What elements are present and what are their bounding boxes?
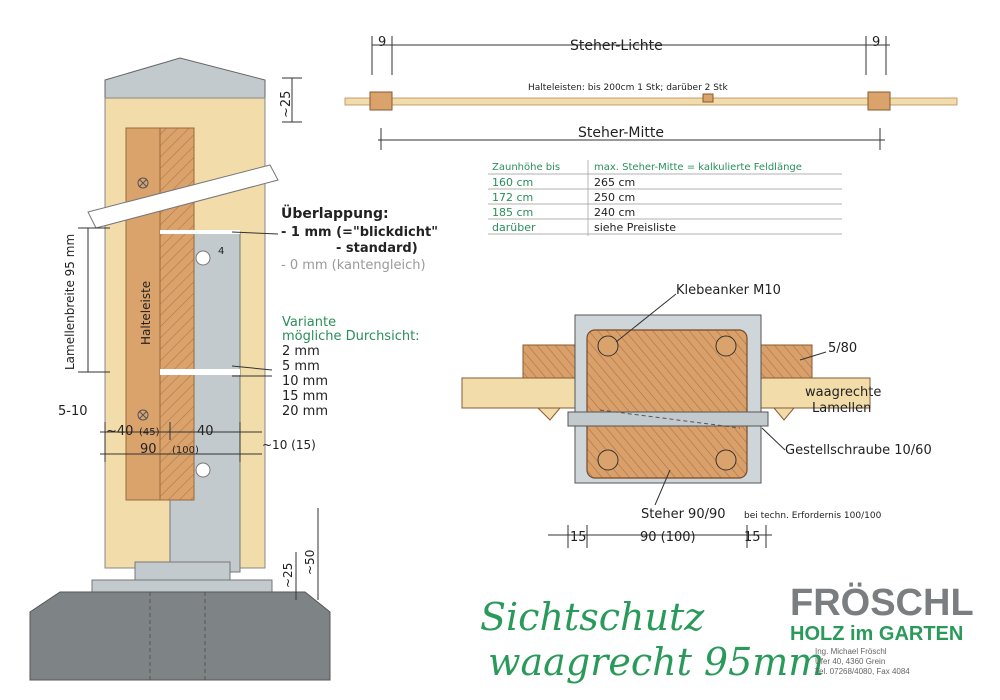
slat-left (461, 377, 585, 409)
overlap-title: Überlappung: (281, 204, 389, 222)
overlap-1: - 1 mm (="blickdicht" (281, 225, 438, 240)
post-foot-plate (91, 579, 273, 593)
label-steher-mitte: Steher-Mitte (578, 125, 664, 141)
brand-name: FRÖSCHL (790, 581, 974, 624)
dim-100-front: (100) (172, 445, 199, 456)
dim-15-left: 15 (570, 530, 587, 545)
overlap-2: - 0 mm (kantengleich) (281, 258, 426, 273)
dim-90-front: 90 (140, 442, 157, 457)
post-cap (104, 57, 266, 99)
title-line-1: Sichtschutz (480, 595, 705, 639)
table-cell: 240 cm (594, 206, 635, 219)
variant-value-4: 15 mm (282, 389, 328, 404)
brand-logo: FRÖSCHL HOLZ im GARTEN Ing. Michael Frös… (790, 581, 974, 676)
dim-slat-width: Lamellenbreite 95 mm (63, 234, 77, 370)
table-cell: darüber (492, 221, 536, 234)
dim-4: 4 (218, 246, 224, 257)
label-halteleisten: Halteleisten: bis 200cm 1 Stk; darüber 2… (528, 83, 728, 93)
variant-value-5: 20 mm (282, 404, 328, 419)
section-view: Klebeanker M10 5/80 waagrechte Lamellen … (461, 283, 932, 548)
table-cell: siehe Preisliste (594, 221, 676, 234)
brand-address-3: Tel. 07268/4080, Fax 4084 (815, 667, 910, 676)
variant-title: Variante (282, 315, 336, 330)
dim-10-15: ~10 (15) (262, 438, 316, 452)
label-slats-2: Lamellen (812, 401, 871, 416)
dim-40-right: 40 (197, 424, 214, 439)
dim-cap: ~25 (279, 91, 294, 118)
concrete-base (29, 591, 331, 681)
label-post-note: bei techn. Erfordernis 100/100 (744, 511, 882, 521)
table-cell: 185 cm (492, 206, 533, 219)
label-halteleiste: Halteleiste (139, 281, 153, 345)
overlap-1b: - standard) (336, 241, 418, 256)
table-header-2: max. Steher-Mitte = kalkulierte Feldläng… (594, 162, 802, 173)
table-cell: 265 cm (594, 176, 635, 189)
top-dim-right: 9 (872, 35, 880, 50)
dim-foot-25: ~25 (281, 563, 295, 588)
label-slats-1: waagrechte (805, 385, 881, 400)
brand-tagline: HOLZ im GARTEN (790, 623, 963, 645)
top-rail (344, 97, 958, 106)
label-580: 5/80 (828, 341, 857, 356)
table-cell: 250 cm (594, 191, 635, 204)
top-dim-left: 9 (378, 35, 386, 50)
dim-45: (45) (139, 427, 160, 438)
top-view: 9 9 Steher-Lichte Halteleisten: bis 200c… (344, 35, 958, 150)
dim-5-10: 5-10 (58, 404, 88, 419)
table-header-1: Zaunhöhe bis (492, 162, 560, 173)
variant-value-2: 5 mm (282, 359, 320, 374)
title-line-2: waagrecht 95mm (488, 640, 824, 684)
dim-15-right: 15 (744, 530, 761, 545)
dim-90-section: 90 (100) (640, 530, 696, 545)
table-cell: 160 cm (492, 176, 533, 189)
dimension-table: Zaunhöhe bis max. Steher-Mitte = kalkuli… (488, 160, 842, 236)
front-view: Halteleiste ~25 Lamellenbreite 95 mm Übe… (29, 57, 438, 681)
label-screw: Gestellschraube 10/60 (785, 443, 932, 458)
table-cell: 172 cm (492, 191, 533, 204)
dim-foot-50: ~50 (303, 550, 317, 575)
variant-value-3: 10 mm (282, 374, 328, 389)
brand-address-2: Ufer 40, 4360 Grein (815, 657, 885, 666)
variant-sub: mögliche Durchsicht: (282, 329, 420, 344)
label-steher-lichte: Steher-Lichte (570, 38, 663, 54)
label-post: Steher 90/90 (641, 507, 726, 522)
variant-value-1: 2 mm (282, 344, 320, 359)
label-anchor: Klebeanker M10 (676, 283, 781, 298)
brand-address-1: Ing. Michael Fröschl (815, 647, 887, 656)
dim-40-left: ~40 (106, 424, 133, 439)
